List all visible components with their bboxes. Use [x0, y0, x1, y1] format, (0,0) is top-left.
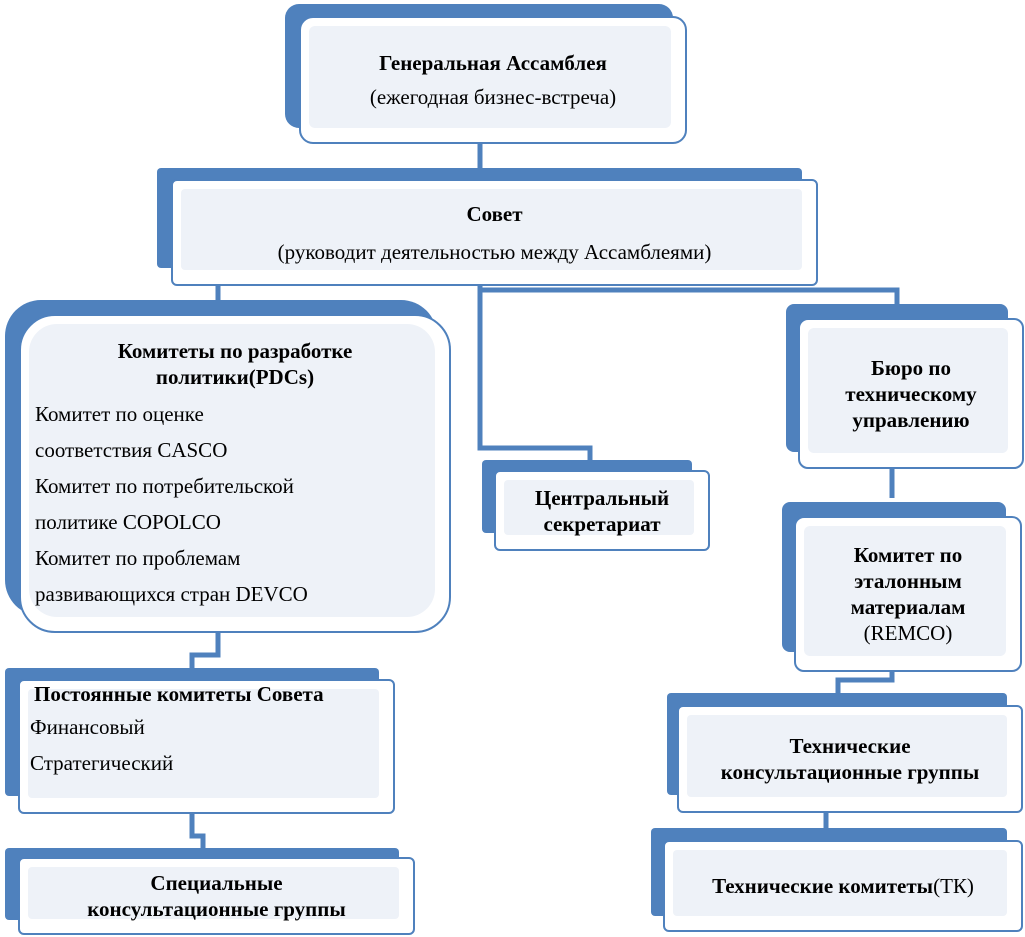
- council-standing-box: Постоянные комитеты Совета Финансовый Ст…: [5, 668, 395, 814]
- tmb-line3: управлению: [852, 407, 970, 432]
- pdcs-box: Комитеты по разработке политики(PDCs) Ко…: [5, 300, 451, 633]
- tech-groups-box: Технические консультационные группы: [667, 693, 1023, 813]
- remco-box: Комитет по эталонным материалам (REMCO): [782, 502, 1022, 672]
- pdcs-title-line2: политики(PDCs): [155, 365, 315, 389]
- tech-groups-line1: Технические: [789, 734, 911, 758]
- council-title: Совет: [466, 201, 523, 226]
- pdcs-item: Комитет по проблемам: [35, 546, 241, 570]
- general-assembly-box: Генеральная Ассамблея (ежегодная бизнес-…: [285, 4, 687, 144]
- special-groups-line1: Специальные: [150, 871, 283, 895]
- pdcs-item: Комитет по потребительской: [35, 474, 294, 498]
- pdcs-item: развивающихся стран DEVCO: [35, 582, 308, 606]
- connector-remco-techgroups: [835, 670, 895, 695]
- tmb-line2: техническому: [845, 381, 977, 406]
- remco-line3: материалам: [850, 595, 966, 619]
- central-secretariat-box: Центральный секретариат: [482, 460, 710, 551]
- general-assembly-title: Генеральная Ассамблея: [379, 51, 607, 75]
- remco-line4: (REMCO): [863, 621, 953, 645]
- tech-committees-title: Технические комитеты: [712, 874, 934, 898]
- council-standing-title: Постоянные комитеты Совета: [34, 682, 324, 706]
- special-groups-line2: консультационные группы: [87, 897, 346, 921]
- central-secretariat-line2: секретариат: [543, 511, 661, 536]
- pdcs-title-line1: Комитеты по разработке: [117, 339, 353, 363]
- tech-committees-box: Технические комитеты(ТК): [651, 828, 1023, 932]
- central-secretariat-line1: Центральный: [534, 485, 670, 510]
- council-standing-item: Стратегический: [30, 751, 174, 775]
- pdcs-item: политике COPOLCO: [35, 510, 221, 534]
- remco-line2: эталонным: [854, 569, 962, 593]
- council-box: Совет (руководит деятельностью между Асс…: [157, 168, 818, 286]
- remco-line1: Комитет по: [853, 543, 963, 567]
- tech-committees-abbr: (ТК): [933, 874, 974, 898]
- tech-groups-line2: консультационные группы: [720, 760, 980, 784]
- council-subtitle: (руководит деятельностью между Ассамблея…: [277, 239, 712, 264]
- special-groups-box: Специальные консультационные группы: [5, 848, 415, 936]
- connector-standing-special: [189, 812, 206, 850]
- pdcs-item: Комитет по оценке: [35, 402, 204, 426]
- connector-council-secretariat: [477, 283, 593, 462]
- tmb-box: Бюро по техническому управлению: [786, 304, 1024, 469]
- tmb-line1: Бюро по: [871, 355, 951, 380]
- connector-council-tmb: [480, 287, 900, 305]
- council-standing-item: Финансовый: [30, 715, 145, 739]
- pdcs-item: соответствия CASCO: [35, 438, 228, 462]
- general-assembly-subtitle: (ежегодная бизнес-встреча): [369, 85, 617, 109]
- connector-pdcs-standing: [189, 630, 221, 668]
